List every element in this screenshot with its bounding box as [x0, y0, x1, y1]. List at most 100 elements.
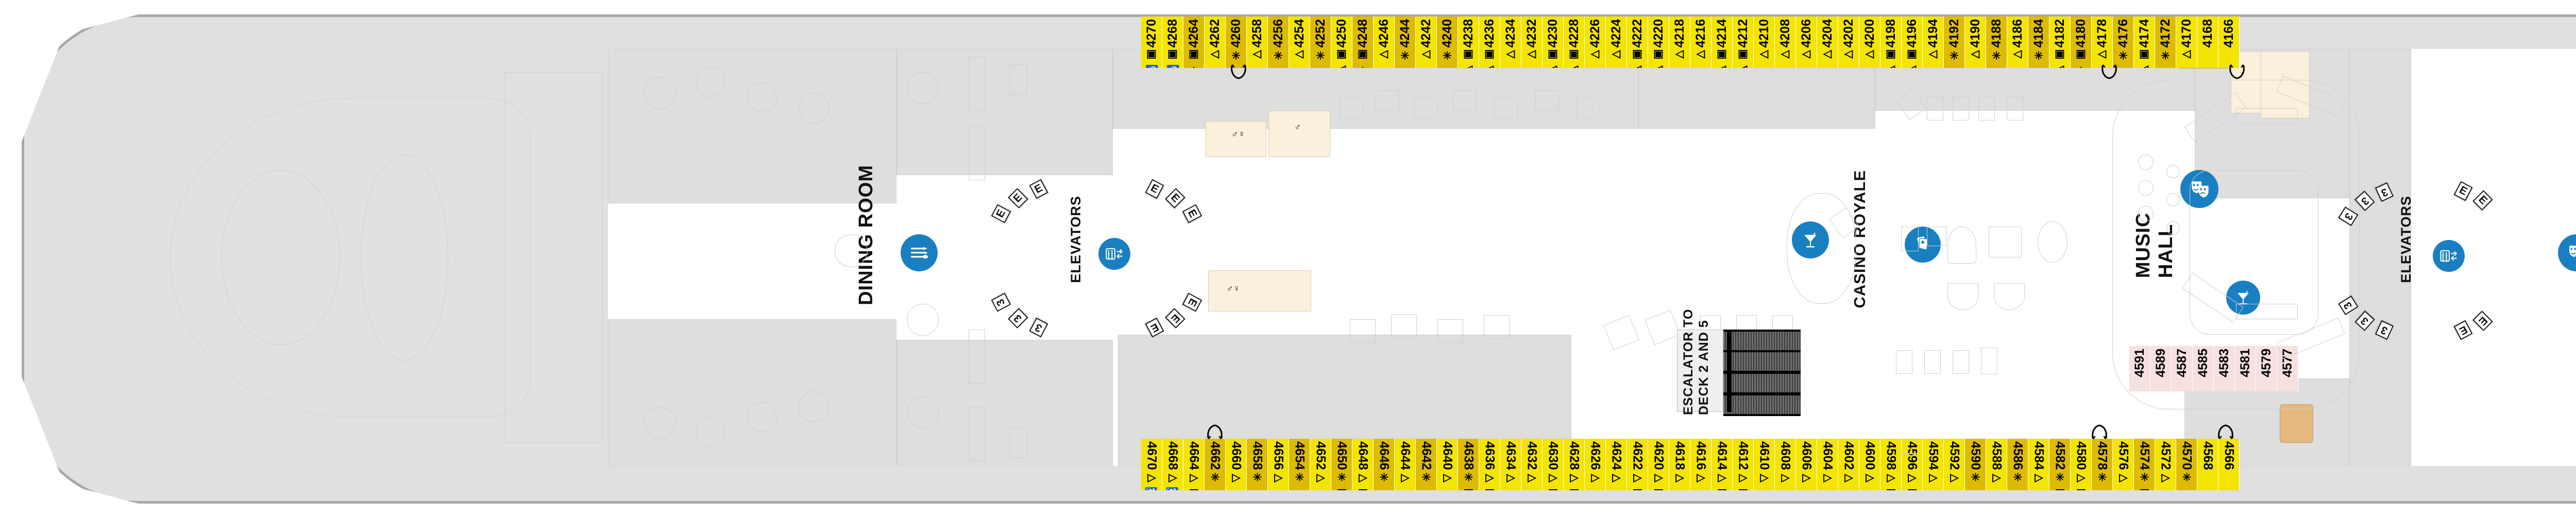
cabin-4616[interactable]: 4616▷ [1690, 439, 1711, 490]
cabin-4244[interactable]: 4244✳ [1395, 16, 1416, 68]
cabin-4262[interactable]: 4262▷ [1205, 16, 1226, 68]
cabin-4642[interactable]: 4642✳ [1416, 439, 1437, 490]
cabin-4246[interactable]: 4246▷ [1374, 16, 1395, 68]
cabin-4220[interactable]: 4220▷ ▣ [1648, 16, 1669, 68]
cabin-4630[interactable]: 4630▷ ▣ [1543, 439, 1564, 490]
cabin-4608[interactable]: 4608▷ [1775, 439, 1796, 490]
cabin-4584[interactable]: 4584▷ [2028, 439, 2049, 490]
cabin-4184[interactable]: 4184✳ [2028, 16, 2049, 68]
cabin-4622[interactable]: 4622▷ ▣ [1627, 439, 1648, 490]
cabin-4582[interactable]: 4582✳ ▣ [2049, 439, 2071, 490]
cabin-4202[interactable]: 4202▷ [1838, 16, 1859, 68]
cabin-4242[interactable]: 4242▷ [1416, 16, 1437, 68]
cabin-4170[interactable]: 4170▷ [2176, 16, 2197, 68]
cabin-4660[interactable]: 4660▷ [1226, 439, 1247, 490]
cabin-4234[interactable]: 4234▷ [1500, 16, 1521, 68]
cabin-4230[interactable]: 4230▷ ▣ [1543, 16, 1564, 68]
cabin-4570[interactable]: 4570✳ [2176, 439, 2197, 490]
cabin-4634[interactable]: 4634▷ [1500, 439, 1521, 490]
cabin-4268[interactable]: 4268▷ ♿ ▣ [1162, 16, 1183, 68]
cabin-4192[interactable]: 4192✳ [1944, 16, 1965, 68]
cabin-4180[interactable]: 4180✳ ▣ [2071, 16, 2092, 68]
cabin-4232[interactable]: 4232▷ [1521, 16, 1543, 68]
cabin-4256[interactable]: 4256✳ [1268, 16, 1289, 68]
cabin-4650[interactable]: 4650✳ ▣ [1331, 439, 1352, 490]
cabin-4610[interactable]: 4610▷ [1754, 439, 1775, 490]
cabin-4172[interactable]: 4172✳ [2155, 16, 2176, 68]
cabin-4574[interactable]: 4574✳ ▣ [2134, 439, 2155, 490]
cabin-4194[interactable]: 4194▷ [1923, 16, 1944, 68]
cabin-4646[interactable]: 4646✳ [1374, 439, 1395, 490]
cabin-4252[interactable]: 4252✳ [1310, 16, 1331, 68]
cabin-4168[interactable]: 4168 [2197, 16, 2218, 68]
cabin-4654[interactable]: 4654✳ [1289, 439, 1310, 490]
cabin-4260[interactable]: 4260✳ [1226, 16, 1247, 68]
cabin-4578[interactable]: 4578✳ [2092, 439, 2113, 490]
cabin-4204[interactable]: 4204▷ [1817, 16, 1838, 68]
cabin-4270[interactable]: 4270▷ ♿ ▣ [1141, 16, 1162, 68]
cabin-4174[interactable]: 4174▷ ▣ [2134, 16, 2155, 68]
cabin-4632[interactable]: 4632▷ [1521, 439, 1543, 490]
cabin-4566[interactable]: 4566 [2218, 439, 2240, 490]
cabin-4626[interactable]: 4626▷ [1585, 439, 1606, 490]
cabin-4596[interactable]: 4596▷ ▣ [1902, 439, 1923, 490]
cabin-4236[interactable]: 4236▷ ▣ [1479, 16, 1500, 68]
cabin-4186[interactable]: 4186▷ [2007, 16, 2028, 68]
cabin-4240[interactable]: 4240✳ [1437, 16, 1458, 68]
cabin-4664[interactable]: 4664▷ ▣ [1183, 439, 1205, 490]
cabin-4586[interactable]: 4586✳ [2007, 439, 2028, 490]
cabin-4577[interactable]: 4577 [2277, 346, 2298, 391]
cabin-4668[interactable]: 4668▷ ♿ ▣ [1162, 439, 1183, 490]
cabin-4592[interactable]: 4592▷ [1944, 439, 1965, 490]
cabin-4188[interactable]: 4188✳ [1986, 16, 2007, 68]
cabin-4652[interactable]: 4652▷ [1310, 439, 1331, 490]
cabin-4594[interactable]: 4594▷ [1923, 439, 1944, 490]
cabin-4670[interactable]: 4670▷ ♿ ▣ [1141, 439, 1162, 490]
cabin-4568[interactable]: 4568 [2197, 439, 2218, 490]
cabin-4206[interactable]: 4206▷ [1796, 16, 1817, 68]
cabin-4620[interactable]: 4620▷ ▣ [1648, 439, 1669, 490]
cabin-4662[interactable]: 4662✳ [1205, 439, 1226, 490]
cabin-4587[interactable]: 4587 [2172, 346, 2193, 391]
cabin-4636[interactable]: 4636▷ ▣ [1479, 439, 1500, 490]
cabin-4583[interactable]: 4583 [2214, 346, 2235, 391]
cabin-4618[interactable]: 4618▷ [1669, 439, 1690, 490]
cabin-4572[interactable]: 4572▷ [2155, 439, 2176, 490]
cabin-4212[interactable]: 4212▷ ▣ [1733, 16, 1754, 68]
cabin-4196[interactable]: 4196▷ ▣ [1902, 16, 1923, 68]
cabin-4628[interactable]: 4628▷ ▣ [1564, 439, 1585, 490]
cabin-4248[interactable]: 4248✳ ▣ [1352, 16, 1374, 68]
cabin-4214[interactable]: 4214▷ ▣ [1711, 16, 1733, 68]
cabin-4598[interactable]: 4598▷ ▣ [1880, 439, 1902, 490]
cabin-4612[interactable]: 4612▷ ▣ [1733, 439, 1754, 490]
cabin-4200[interactable]: 4200▷ [1859, 16, 1880, 68]
cabin-4658[interactable]: 4658✳ [1247, 439, 1268, 490]
cabin-4656[interactable]: 4656▷ [1268, 439, 1289, 490]
cabin-4190[interactable]: 4190▷ [1965, 16, 1986, 68]
cabin-4250[interactable]: 4250▷ ▣ [1331, 16, 1352, 68]
cabin-4648[interactable]: 4648▷ ▣ [1352, 439, 1374, 490]
cabin-4644[interactable]: 4644▷ [1395, 439, 1416, 490]
cabin-4238[interactable]: 4238▷ ▣ [1458, 16, 1479, 68]
cabin-4216[interactable]: 4216▷ [1690, 16, 1711, 68]
cabin-4602[interactable]: 4602▷ [1838, 439, 1859, 490]
cabin-4254[interactable]: 4254▷ [1289, 16, 1310, 68]
cabin-4579[interactable]: 4579 [2256, 346, 2277, 391]
cabin-4224[interactable]: 4224▷ [1606, 16, 1627, 68]
cabin-4624[interactable]: 4624▷ [1606, 439, 1627, 490]
cabin-4585[interactable]: 4585 [2193, 346, 2214, 391]
cabin-4218[interactable]: 4218▷ [1669, 16, 1690, 68]
cabin-4222[interactable]: 4222▷ ▣ [1627, 16, 1648, 68]
cabin-4182[interactable]: 4182▷ ▣ [2049, 16, 2071, 68]
cabin-4264[interactable]: 4264✳ ▣ [1183, 16, 1205, 68]
cabin-4588[interactable]: 4588▷ [1986, 439, 2007, 490]
cabin-4580[interactable]: 4580▷ ▣ [2071, 439, 2092, 490]
cabin-4198[interactable]: 4198▷ ▣ [1880, 16, 1902, 68]
cabin-4640[interactable]: 4640▷ [1437, 439, 1458, 490]
cabin-4614[interactable]: 4614▷ ▣ [1711, 439, 1733, 490]
cabin-4258[interactable]: 4258▷ [1247, 16, 1268, 68]
cabin-4576[interactable]: 4576▷ [2113, 439, 2134, 490]
cabin-4638[interactable]: 4638✳ ▣ [1458, 439, 1479, 490]
cabin-4606[interactable]: 4606▷ [1796, 439, 1817, 490]
cabin-4210[interactable]: 4210▷ [1754, 16, 1775, 68]
